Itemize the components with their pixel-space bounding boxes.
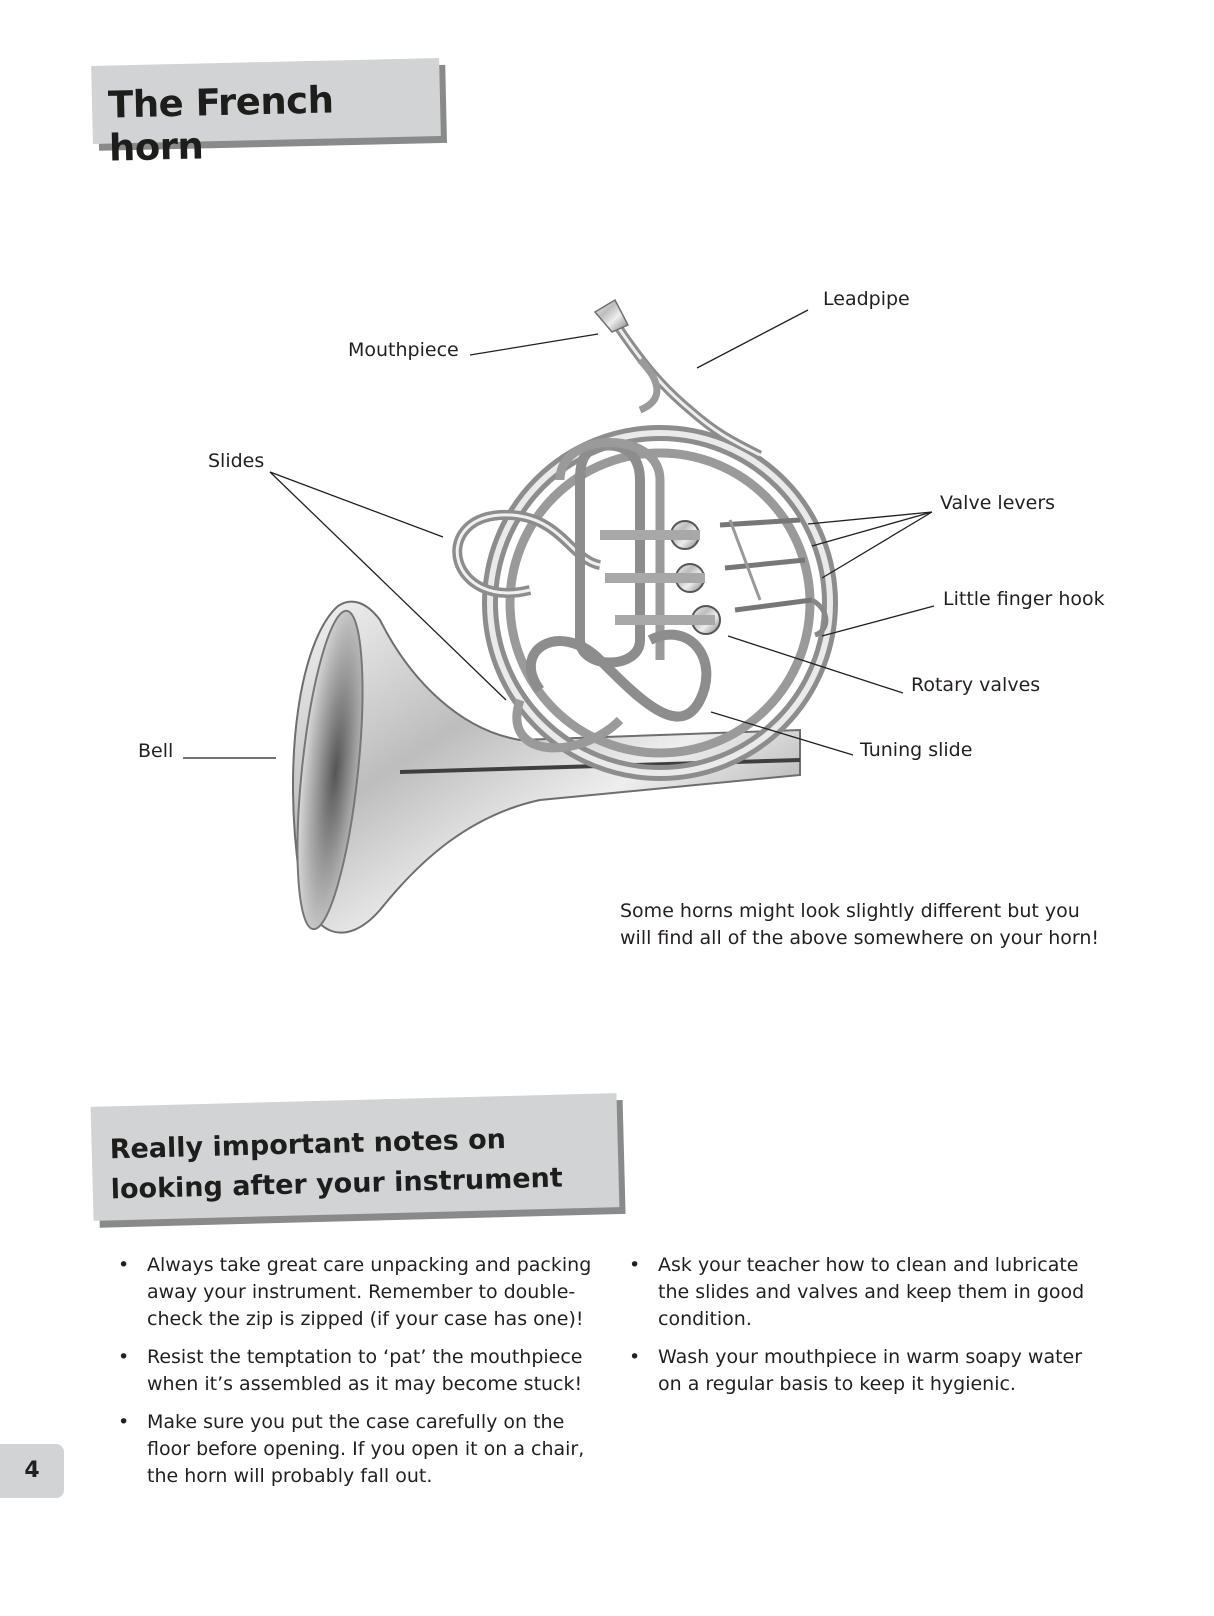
label-leadpipe: Leadpipe	[823, 288, 910, 310]
label-little-finger-hook: Little finger hook	[943, 588, 1105, 610]
french-horn-diagram	[183, 298, 935, 934]
list-item: Always take great care unpacking and pac…	[114, 1252, 594, 1333]
label-rotary-valves: Rotary valves	[911, 674, 1041, 696]
list-item: Make sure you put the case carefully on …	[114, 1409, 594, 1490]
french-horn-illustration	[291, 298, 838, 934]
diagram-note: Some horns might look slightly different…	[620, 900, 1100, 949]
label-slides: Slides	[208, 450, 265, 472]
list-item: Ask your teacher how to clean and lubric…	[625, 1252, 1085, 1333]
care-heading: Really important notes on looking after …	[109, 1124, 564, 1206]
page-number: 4	[0, 1444, 64, 1498]
list-item: Wash your mouthpiece in warm soapy water…	[625, 1344, 1085, 1398]
label-mouthpiece: Mouthpiece	[348, 339, 459, 361]
care-list-right: Ask your teacher how to clean and lubric…	[625, 1252, 1085, 1409]
leader-lines	[183, 309, 935, 759]
label-tuning-slide: Tuning slide	[860, 739, 973, 761]
care-list-left: Always take great care unpacking and pac…	[114, 1252, 594, 1501]
label-valve-levers: Valve levers	[940, 492, 1056, 514]
list-item: Resist the temptation to ‘pat’ the mouth…	[114, 1344, 594, 1398]
care-banner: Really important notes on looking after …	[90, 1093, 620, 1221]
label-bell: Bell	[138, 740, 174, 762]
